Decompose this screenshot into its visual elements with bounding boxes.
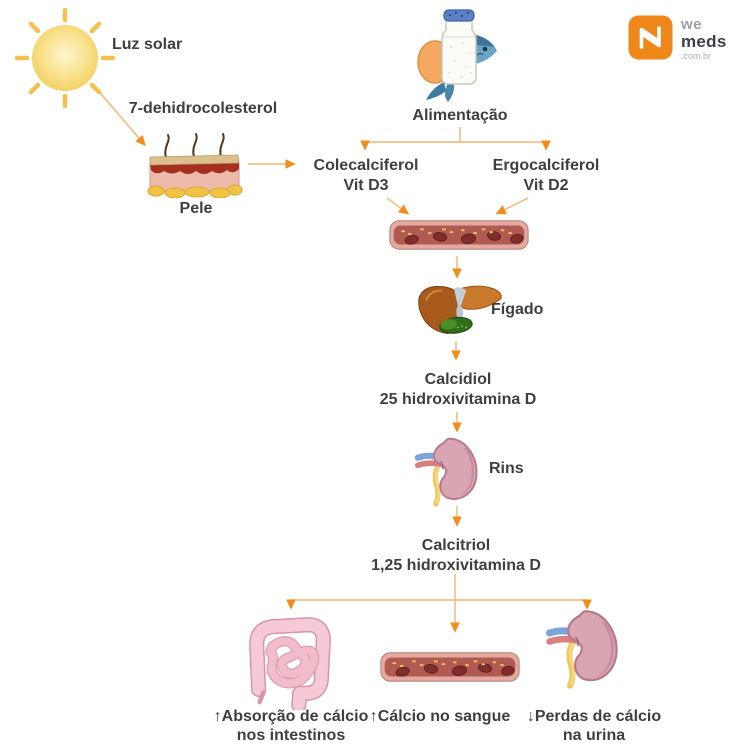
label-colecalciferol: Colecalciferol Vit D3 bbox=[314, 156, 419, 196]
label-calcio-no-sangue: ↑Cálcio no sangue bbox=[369, 708, 511, 725]
label-perdas-calcio: ↓Perdas de cálcio na urina bbox=[527, 707, 661, 745]
wemeds-logo-icon bbox=[628, 15, 673, 60]
label-calcitriol: Calcitriol 1,25 hidroxivitamina D bbox=[371, 536, 541, 576]
label-ergocalciferol-line1: Ergocalciferol bbox=[492, 157, 600, 174]
blood-vessel-illustration bbox=[380, 652, 520, 682]
label-absorcao-line2: nos intestinos bbox=[236, 727, 346, 744]
label-ergocalciferol: Ergocalciferol Vit D2 bbox=[493, 156, 600, 196]
arrow-vitd2-to-vessel bbox=[495, 197, 529, 215]
label-luz-solar: Luz solar bbox=[112, 36, 183, 53]
kidney-illustration bbox=[414, 437, 478, 507]
label-calcidiol-line1: Calcidiol bbox=[424, 371, 492, 388]
label-pele: Pele bbox=[179, 200, 213, 217]
logo-meds: meds bbox=[681, 32, 727, 51]
label-calcidiol-line2: 25 hidroxivitamina D bbox=[379, 391, 537, 408]
label-perdas-line2: na urina bbox=[562, 727, 626, 744]
label-absorcao-line1: ↑Absorção de cálcio bbox=[213, 708, 369, 725]
label-alimentacao: Alimentação bbox=[412, 107, 508, 124]
logo-we: we bbox=[681, 16, 703, 33]
sun-icon bbox=[14, 7, 116, 109]
label-ergocalciferol-line2: Vit D2 bbox=[523, 177, 569, 194]
arrow-vitd3-to-vessel bbox=[386, 197, 410, 215]
milk-and-fish-illustration bbox=[417, 9, 497, 102]
liver-illustration bbox=[418, 285, 502, 335]
kidney-illustration bbox=[546, 610, 618, 689]
logo-domain: .com.br bbox=[681, 51, 712, 61]
label-calcitriol-line1: Calcitriol bbox=[421, 537, 491, 554]
label-absorcao-calcio: ↑Absorção de cálcio nos intestinos bbox=[214, 707, 369, 745]
label-7-dehidrocolesterol: 7-dehidrocolesterol bbox=[128, 100, 278, 117]
label-calcidiol: Calcidiol 25 hidroxivitamina D bbox=[380, 370, 537, 410]
label-calcitriol-line2: 1,25 hidroxivitamina D bbox=[371, 557, 541, 574]
label-perdas-line1: ↓Perdas de cálcio bbox=[526, 708, 662, 725]
intestine-illustration bbox=[249, 617, 331, 710]
arrow-sun-to-skin bbox=[95, 87, 146, 147]
label-colecalciferol-line2: Vit D3 bbox=[343, 177, 389, 194]
label-figado: Fígado bbox=[491, 301, 544, 318]
label-colecalciferol-line1: Colecalciferol bbox=[313, 157, 419, 174]
label-rins: Rins bbox=[489, 460, 524, 477]
skin-illustration bbox=[147, 133, 243, 198]
wemeds-logo-text: we meds .com.br bbox=[681, 17, 727, 61]
blood-vessel-illustration bbox=[389, 220, 529, 250]
